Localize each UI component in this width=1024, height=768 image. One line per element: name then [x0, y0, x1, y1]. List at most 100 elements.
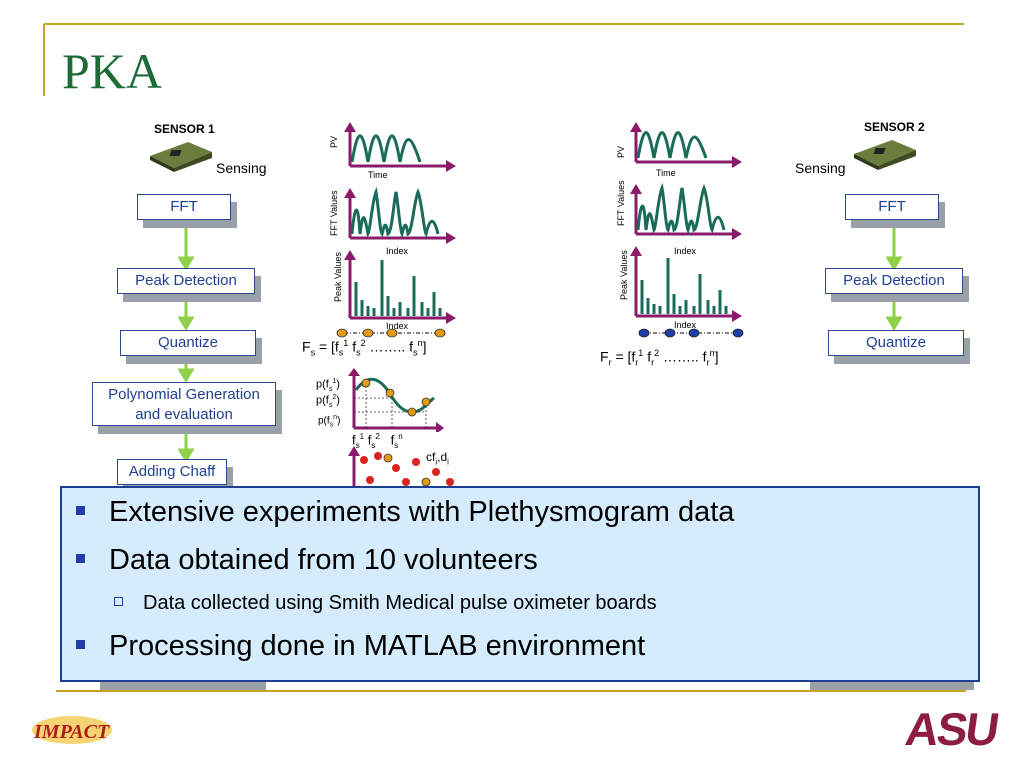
index-label-2a: Index	[674, 246, 697, 256]
sensor1-board-icon	[150, 142, 212, 172]
peak-values-label-1: Peak Values	[333, 252, 343, 302]
pnb: s	[329, 421, 334, 429]
fft-values-label-1: FFT Values	[329, 190, 339, 236]
x2c: 2	[375, 432, 380, 441]
fr-close: ]	[714, 348, 719, 365]
chaff-c: ,d	[437, 450, 448, 464]
peak-values-label-2: Peak Values	[619, 250, 629, 300]
index-label-1b: Index	[386, 321, 409, 331]
index-label-2b: Index	[674, 320, 697, 330]
sensor1-quantized-points	[336, 328, 446, 338]
pv-axis-label-1: PV	[329, 135, 339, 148]
fs-sub-b: s	[356, 347, 361, 358]
bullet-2: Data obtained from 10 volunteers	[76, 544, 538, 577]
fs-sup2: 2	[360, 338, 366, 348]
fr-dots: …….. f	[659, 348, 707, 365]
fs-vector-formula: Fs = [fs1 fs2 …….. fsn]	[302, 338, 426, 357]
sensor2-signal-plots	[630, 122, 742, 322]
impact-logo: IMPACT	[28, 714, 112, 748]
bullet-square-icon	[76, 505, 85, 515]
fr-sub-a: r	[635, 357, 639, 368]
sensor1-label: SENSOR 1	[154, 122, 215, 136]
sub-bullet-square-icon	[114, 597, 123, 607]
fs-rest: = [f	[315, 338, 339, 355]
fr-mid: f	[643, 348, 652, 365]
fs-sup1: 1	[343, 338, 349, 348]
x1a: f	[352, 432, 356, 448]
pv-axis-label-2: PV	[616, 145, 626, 158]
fs-sub-c: s	[413, 347, 418, 358]
bullet-1: Extensive experiments with Plethysmogram…	[76, 496, 734, 529]
xnb: s	[394, 440, 399, 450]
x2a: f	[367, 432, 372, 448]
sensor1-flow-arrows	[178, 220, 195, 463]
sensor1-chaff-box: Adding Chaff	[117, 459, 227, 485]
xna: f	[390, 432, 395, 448]
chaff-label: cfi,di	[426, 450, 449, 466]
fr-sub-c: r	[706, 357, 710, 368]
fr-rest: = [f	[611, 348, 636, 365]
time-label-1: Time	[368, 170, 388, 180]
p2a: p(f	[316, 394, 329, 407]
fs-supn: n	[417, 338, 423, 348]
polynomial-plot	[348, 368, 444, 432]
chaff-b: i	[435, 457, 438, 467]
fr-vector-formula: Fr = [fr1 fr2 …….. frn]	[600, 348, 718, 367]
sensor2-quantize-box: Quantize	[828, 330, 964, 356]
fs-sub-a: s	[338, 347, 344, 358]
fr-sup1: 1	[638, 348, 644, 358]
slide-title: PKA	[62, 43, 163, 99]
sensor2-board-icon	[854, 140, 916, 170]
polynomial-line2: and evaluation	[135, 406, 233, 423]
p1a: p(f	[316, 378, 329, 391]
fs-f: F	[302, 338, 311, 355]
fr-supn: n	[709, 348, 715, 358]
fr-sub: r	[608, 357, 612, 368]
slide-accent-lines	[43, 23, 964, 96]
p1b: s	[328, 385, 333, 393]
p1c: 1	[332, 378, 337, 385]
sensor1-fft-box: FFT	[137, 194, 231, 220]
poly-pn-label: p(fsn)	[318, 414, 341, 429]
x1b: s	[355, 440, 360, 450]
xnc: n	[398, 432, 403, 441]
sensor1-sensing-label: Sensing	[216, 160, 267, 176]
fs-sub: s	[310, 347, 316, 358]
chaff-scatter-plot	[348, 446, 454, 490]
sensor1-signal-plots	[344, 122, 456, 324]
sensor2-fft-box: FFT	[845, 194, 939, 220]
polynomial-line1: Polynomial Generation	[108, 386, 260, 403]
bullet-1-text: Extensive experiments with Plethysmogram…	[109, 496, 735, 528]
chaff-d: i	[447, 457, 449, 467]
asu-logo: ASU	[902, 703, 1001, 755]
impact-logo-text: IMPACT	[33, 721, 110, 743]
sensor2-peak-detection-box: Peak Detection	[825, 268, 963, 294]
bullet-3-text: Processing done in MATLAB environment	[109, 630, 646, 662]
sensor1-polynomial-box: Polynomial Generation and evaluation	[92, 382, 276, 426]
poly-p1-label: p(fs1)	[316, 378, 340, 393]
time-label-2: Time	[656, 168, 676, 178]
fr-sup2: 2	[654, 348, 660, 358]
sub-bullet-1-text: Data collected using Smith Medical pulse…	[143, 592, 657, 614]
p2b: s	[328, 401, 333, 409]
fs-dots: …….. f	[365, 338, 414, 355]
index-label-1a: Index	[386, 246, 409, 256]
x2b: s	[371, 440, 376, 450]
poly-x-labels: fs1 fs2 fsn	[352, 432, 403, 450]
bullet-2-text: Data obtained from 10 volunteers	[109, 544, 538, 576]
fft-values-label-2: FFT Values	[616, 180, 626, 226]
bullet-panel: Extensive experiments with Plethysmogram…	[60, 486, 980, 682]
bullet-3: Processing done in MATLAB environment	[76, 630, 645, 663]
sensor2-flow-arrows	[886, 220, 903, 330]
sensor1-quantize-box: Quantize	[120, 330, 256, 356]
sensor1-peak-detection-box: Peak Detection	[117, 268, 255, 294]
sensor2-quantized-points	[638, 328, 744, 338]
pna: p(f	[318, 415, 330, 427]
fs-mid: f	[348, 338, 357, 355]
sub-bullet-1: Data collected using Smith Medical pulse…	[114, 592, 657, 615]
p2c: 2	[332, 394, 337, 401]
poly-p2-label: p(fs2)	[316, 394, 340, 409]
bottom-accent-line	[56, 690, 966, 692]
sensor2-sensing-label: Sensing	[795, 160, 846, 176]
chaff-a: cf	[426, 450, 436, 464]
